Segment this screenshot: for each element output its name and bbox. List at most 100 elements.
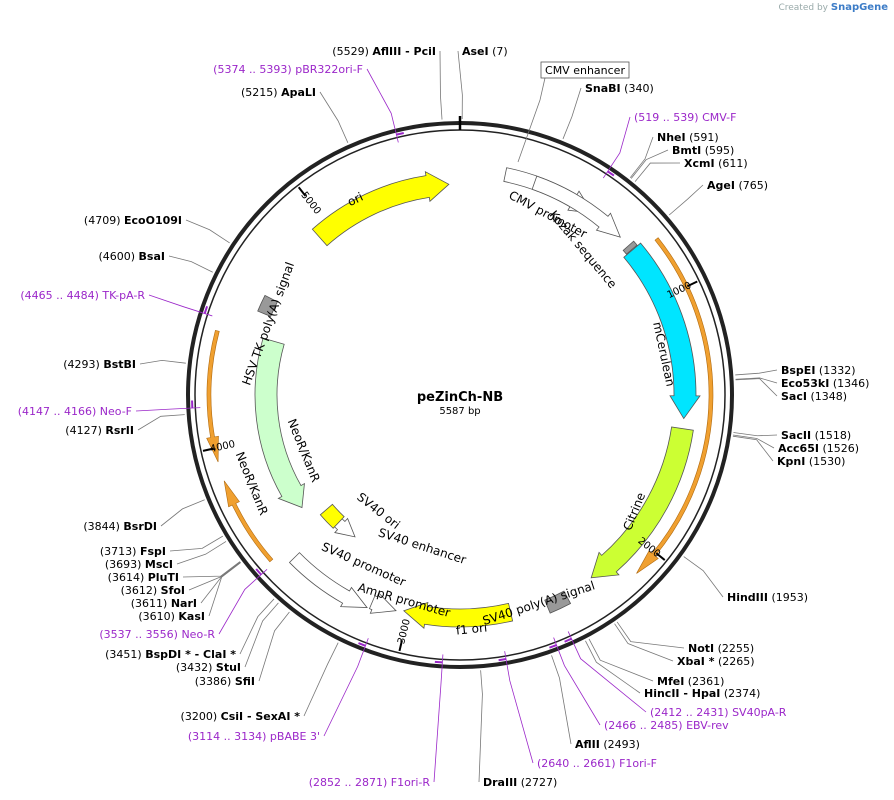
svg-text:(519 .. 539) CMV-F: (519 .. 539) CMV-F bbox=[634, 111, 736, 124]
svg-text:(3611) NarI: (3611) NarI bbox=[131, 597, 197, 610]
site-leader bbox=[137, 414, 185, 431]
primer-mark bbox=[549, 644, 557, 649]
feature-label-ori: ori bbox=[345, 190, 365, 209]
primer-leader bbox=[504, 651, 534, 764]
site-xbai: XbaI * bbox=[677, 655, 715, 668]
site-position: (3844) bbox=[83, 520, 120, 533]
tick-3000 bbox=[398, 640, 403, 652]
feature-cmv-promoter bbox=[531, 175, 621, 238]
site-leader bbox=[562, 87, 582, 140]
site-position: (1348) bbox=[810, 390, 847, 403]
svg-text:(5215) ApaLI: (5215) ApaLI bbox=[241, 86, 316, 99]
orf-arc-2 bbox=[206, 329, 220, 463]
primer-neo-f: Neo-F bbox=[100, 405, 132, 418]
site-leader bbox=[616, 621, 685, 649]
site-sacii: SacII bbox=[781, 429, 811, 442]
feature-label-f1-ori: f1 ori bbox=[455, 620, 488, 637]
site-leader bbox=[668, 184, 704, 216]
site-csii-sexai: CsiI - SexAI * bbox=[221, 710, 301, 723]
svg-text:(3200) CsiI - SexAI *: (3200) CsiI - SexAI * bbox=[181, 710, 301, 723]
feature-hsv-tk-poly-a-signal bbox=[257, 294, 278, 317]
svg-text:(2640 .. 2661) F1ori-F: (2640 .. 2661) F1ori-F bbox=[537, 757, 657, 770]
site-stui: StuI bbox=[216, 661, 241, 674]
site-leader bbox=[733, 432, 778, 437]
feature-citrine bbox=[590, 426, 694, 579]
svg-text:(2412 .. 2431) SV40pA-R: (2412 .. 2431) SV40pA-R bbox=[650, 706, 787, 719]
primer-neo-r: Neo-R bbox=[181, 628, 215, 641]
svg-text:(4147 .. 4166) Neo-F: (4147 .. 4166) Neo-F bbox=[18, 405, 132, 418]
site-afliii-pcii: AflIII - PciI bbox=[372, 45, 436, 58]
site-position: (5529) bbox=[332, 45, 369, 58]
site-eco53ki: Eco53kI bbox=[781, 377, 829, 390]
site-leader bbox=[303, 642, 339, 717]
orf-arc-1 bbox=[223, 480, 274, 563]
site-saci: SacI bbox=[781, 390, 807, 403]
svg-text:Eco53kI (1346): Eco53kI (1346) bbox=[781, 377, 869, 390]
cmv-enhancer-box bbox=[540, 61, 630, 79]
svg-text:(4127) RsrII: (4127) RsrII bbox=[65, 424, 134, 437]
svg-text:(2466 .. 2485) EBV-rev: (2466 .. 2485) EBV-rev bbox=[604, 719, 729, 732]
site-position: (7) bbox=[492, 45, 508, 58]
feature-mcerulean bbox=[623, 242, 701, 420]
svg-text:(4293) BstBI: (4293) BstBI bbox=[63, 358, 136, 371]
svg-text:SacI (1348): SacI (1348) bbox=[781, 390, 847, 403]
primer-mark bbox=[396, 131, 404, 136]
site-bsai: BsaI bbox=[139, 250, 165, 263]
site-leader bbox=[732, 435, 774, 462]
primer-cmv-f: CMV-F bbox=[702, 111, 736, 124]
svg-text:(5529) AflIII - PciI: (5529) AflIII - PciI bbox=[332, 45, 436, 58]
primer-pbabe-3: pBABE 3' bbox=[270, 730, 320, 743]
site-rsrii: RsrII bbox=[105, 424, 134, 437]
primer-leader bbox=[135, 407, 201, 412]
site-position: (1346) bbox=[833, 377, 870, 390]
primer-f1ori-r: F1ori-R bbox=[391, 776, 431, 789]
site-position: (340) bbox=[624, 82, 654, 95]
feature-label-sv40-poly-a-signal: SV40 poly(A) signal bbox=[481, 578, 597, 628]
site-position: (3432) bbox=[176, 661, 213, 674]
primer-range: (2640 .. 2661) bbox=[537, 757, 616, 770]
site-position: (3451) bbox=[105, 648, 142, 661]
site-position: (3200) bbox=[181, 710, 218, 723]
site-leader bbox=[478, 670, 483, 783]
plasmid-size: 5587 bp bbox=[439, 406, 480, 417]
site-leader bbox=[588, 638, 654, 682]
primer-ebv-rev: EBV-rev bbox=[686, 719, 729, 732]
site-leader bbox=[188, 561, 241, 591]
site-position: (595) bbox=[705, 144, 735, 157]
feature-label-ampr-promoter: AmpR promoter bbox=[356, 580, 452, 620]
feature-label-sv40-ori: SV40 ori bbox=[354, 490, 402, 532]
credit: Created by SnapGene bbox=[778, 2, 888, 13]
svg-text:AflII (2493): AflII (2493) bbox=[575, 738, 640, 751]
svg-text:(3451) BspDI * - ClaI *: (3451) BspDI * - ClaI * bbox=[105, 648, 236, 661]
primer-leader bbox=[366, 68, 399, 143]
site-position: (2265) bbox=[718, 655, 755, 668]
site-fspi: FspI bbox=[140, 545, 166, 558]
svg-text:(3713) FspI: (3713) FspI bbox=[100, 545, 166, 558]
site-nhei: NheI bbox=[657, 131, 686, 144]
site-leader bbox=[683, 556, 724, 598]
site-position: (3386) bbox=[195, 675, 232, 688]
site-leader bbox=[168, 255, 213, 273]
svg-text:(3432) StuI: (3432) StuI bbox=[176, 661, 241, 674]
site-position: (1332) bbox=[819, 364, 856, 377]
site-leader bbox=[457, 50, 463, 120]
site-leader bbox=[733, 434, 775, 449]
svg-text:SacII (1518): SacII (1518) bbox=[781, 429, 851, 442]
svg-text:(3537 .. 3556) Neo-R: (3537 .. 3556) Neo-R bbox=[99, 628, 215, 641]
feature-f1-ori bbox=[403, 601, 514, 630]
feature-arrows bbox=[254, 167, 701, 630]
feature-label-neor-kanr: NeoR/KanR bbox=[233, 450, 271, 517]
svg-text:SnaBI (340): SnaBI (340) bbox=[585, 82, 654, 95]
site-leader bbox=[735, 369, 778, 376]
site-position: (591) bbox=[689, 131, 719, 144]
svg-text:(2852 .. 2871) F1ori-R: (2852 .. 2871) F1ori-R bbox=[309, 776, 431, 789]
site-position: (2361) bbox=[688, 675, 725, 688]
site-position: (3693) bbox=[105, 558, 142, 571]
feature-neor-kanr bbox=[254, 337, 305, 509]
site-aflii: AflII bbox=[575, 738, 600, 751]
feature-sv40-ori bbox=[319, 503, 345, 529]
site-ecoo109i: EcoO109I bbox=[124, 214, 182, 227]
primer-mark bbox=[203, 306, 209, 314]
site-pluti: PluTI bbox=[148, 571, 179, 584]
